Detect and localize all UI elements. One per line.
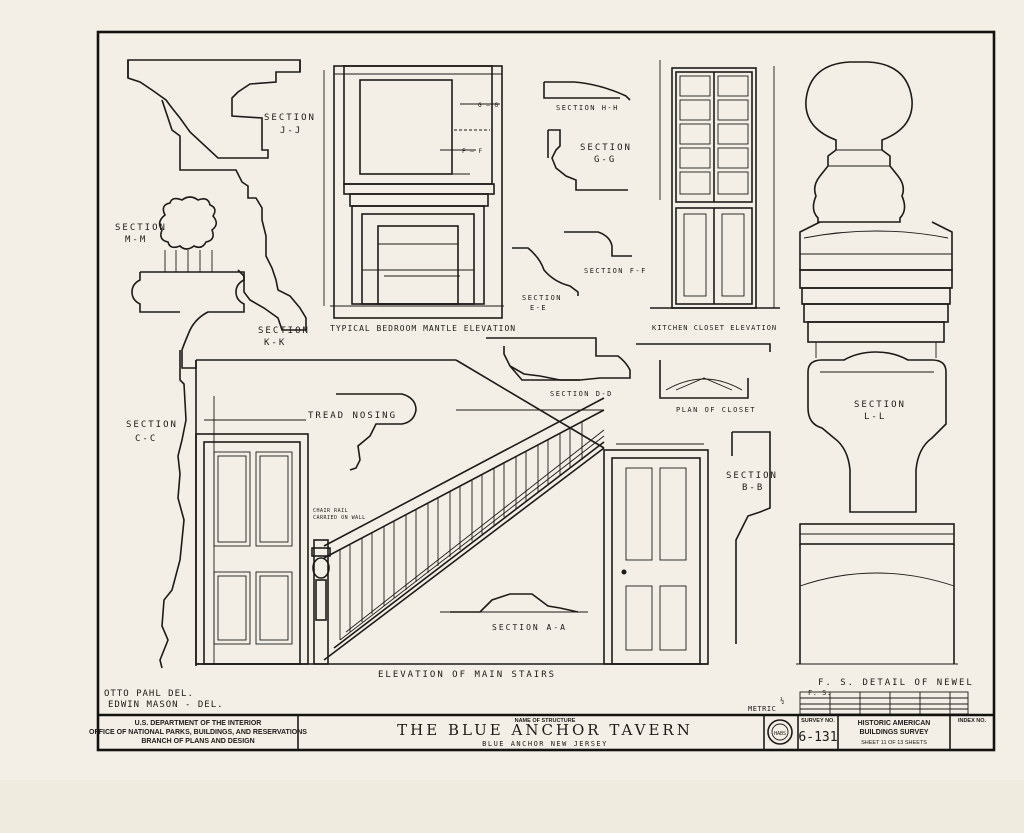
structure-name-caption: NAME OF STRUCTURE [515, 718, 576, 724]
structure-location: BLUE ANCHOR NEW JERSEY [482, 740, 608, 748]
section-kk-profile [161, 99, 307, 331]
chair-rail-note-2: CARRIED ON WALL [313, 515, 366, 521]
section-cc-title: SECTION [126, 420, 178, 430]
agency-line-3: BRANCH OF PLANS AND DESIGN [141, 738, 254, 745]
section-dd-profile [486, 337, 631, 381]
kitchen-closet-elevation [650, 60, 780, 309]
scale-half: ½ [780, 697, 785, 705]
agency-line-2: OFFICE OF NATIONAL PARKS, BUILDINGS, AND… [89, 729, 307, 736]
index-no-caption: INDEX NO. [958, 718, 987, 724]
sheet-border [96, 30, 996, 752]
section-bb-title: SECTION [726, 471, 778, 481]
section-kk-id: K-K [264, 338, 286, 348]
delineator-2: EDWIN MASON - DEL. [108, 700, 224, 710]
section-ee-title: SECTION [522, 294, 562, 302]
newel-detail [796, 61, 958, 665]
scale-fs: F. S. [808, 689, 832, 697]
section-ll-title: SECTION [854, 400, 906, 410]
section-ee-profile [512, 247, 579, 296]
section-ff-profile [564, 231, 632, 257]
agency-line-1: U.S. DEPARTMENT OF THE INTERIOR [135, 720, 262, 727]
section-jj-id: J-J [280, 126, 302, 136]
mantle-cut-gg: G — G [478, 102, 499, 109]
section-ee-id: E-E [530, 304, 547, 312]
section-bb-profile [731, 431, 771, 644]
survey-no-caption: SURVEY NO. [801, 718, 835, 724]
section-mm-profile [158, 196, 218, 272]
scale-metric: METRIC [748, 705, 776, 713]
balusters [339, 422, 583, 640]
program-line-1: HISTORIC AMERICAN [858, 720, 931, 727]
survey-no: 6-131 [798, 730, 837, 745]
newel-caption: F. S. DETAIL OF NEWEL [818, 678, 974, 688]
plan-of-closet [636, 343, 771, 399]
section-hh-title: SECTION H-H [556, 104, 619, 112]
sheet-number: SHEET 11 OF 13 SHEETS [861, 740, 927, 746]
section-jj-title: SECTION [264, 113, 316, 123]
paper-edge [0, 780, 1024, 833]
survey-seal-icon: HABS [774, 731, 786, 737]
tread-nosing-profile [336, 393, 417, 471]
title-block: HABS [98, 713, 994, 750]
section-ll-id: L-L [864, 412, 886, 422]
capital-profile [131, 271, 245, 369]
tread-nosing-title: TREAD NOSING [308, 411, 397, 421]
mantle-cut-ff: F — F [462, 148, 483, 155]
section-aa-title: SECTION A-A [492, 623, 567, 632]
main-stairs-elevation [195, 359, 709, 665]
mantle-caption: TYPICAL BEDROOM MANTLE ELEVATION [330, 324, 516, 333]
section-cc-id: C-C [135, 434, 157, 444]
section-dd-title: SECTION D-D [550, 390, 613, 398]
section-gg-title: SECTION [580, 143, 632, 153]
section-gg-profile [547, 129, 628, 191]
section-mm-id: M-M [125, 235, 147, 245]
main-stairs-caption: ELEVATION OF MAIN STAIRS [378, 670, 556, 680]
section-gg-id: G-G [594, 155, 616, 165]
delineator-1: OTTO PAHL DEL. [104, 689, 194, 699]
section-jj-profile [127, 59, 301, 159]
section-kk-title: SECTION [258, 326, 310, 336]
section-hh-profile [543, 81, 631, 101]
kitchen-closet-caption: KITCHEN CLOSET ELEVATION [652, 324, 777, 332]
plan-of-closet-caption: PLAN OF CLOSET [676, 406, 756, 414]
section-bb-id: B-B [742, 483, 764, 493]
program-line-2: BUILDINGS SURVEY [859, 729, 928, 736]
chair-rail-note-1: CHAIR RAIL [313, 508, 348, 514]
section-mm-title: SECTION [115, 223, 167, 233]
section-ff-title: SECTION F-F [584, 267, 647, 275]
mantle-elevation [323, 65, 504, 319]
structure-name: THE BLUE ANCHOR TAVERN [397, 721, 693, 739]
